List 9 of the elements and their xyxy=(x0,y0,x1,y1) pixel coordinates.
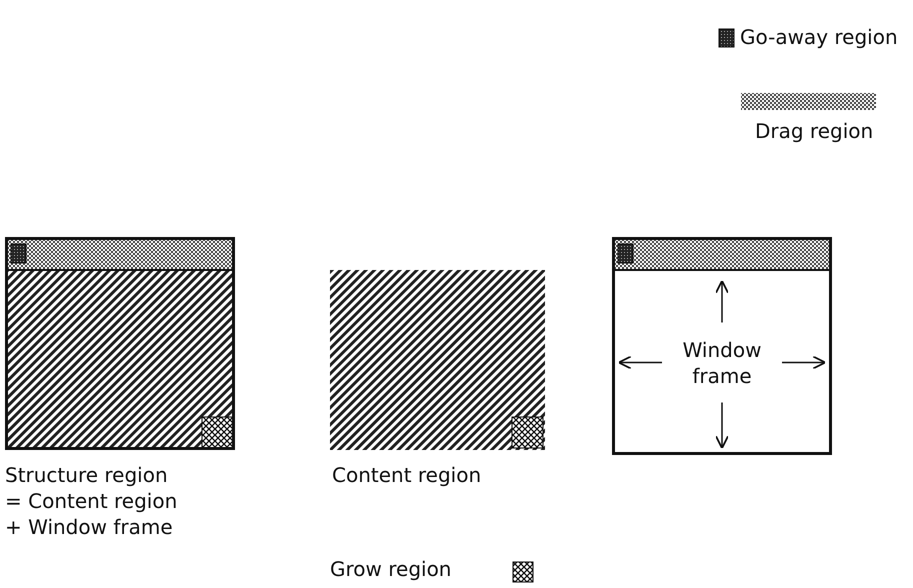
node-label: Structure region = Content region + Window frame xyxy=(5,462,178,540)
window-frame-drawing xyxy=(612,237,832,455)
legend-label: Grow region xyxy=(330,556,452,582)
node-label: Content region xyxy=(332,462,482,488)
content-region-drawing xyxy=(330,270,545,450)
structure-region-drawing xyxy=(5,237,235,450)
legend-label: Drag region xyxy=(755,118,874,144)
region-label: Window frame xyxy=(682,336,762,388)
legend-label: Go-away region xyxy=(740,24,898,50)
